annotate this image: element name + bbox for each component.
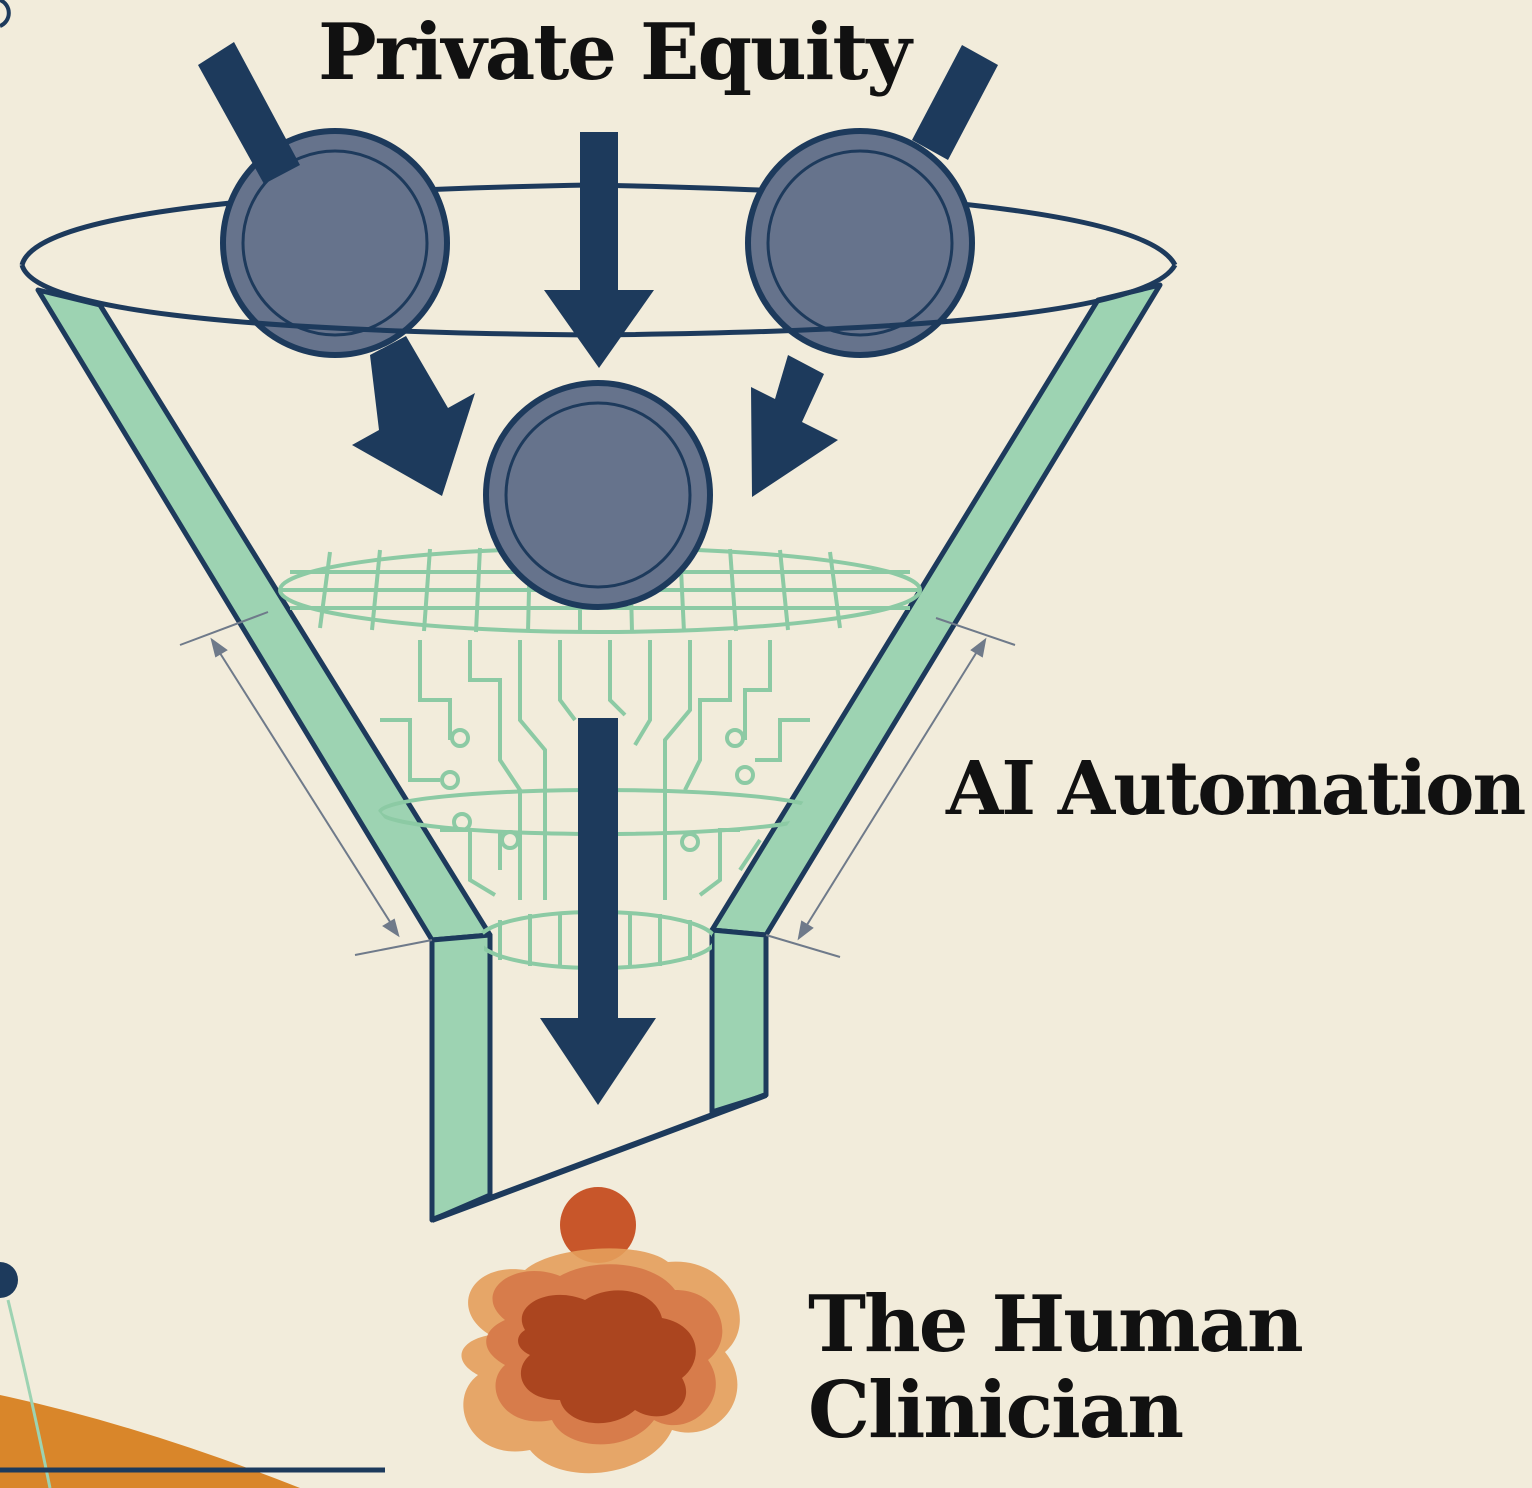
corner-decoration [0, 0, 385, 1488]
human-clinician-label: The Human Clinician [808, 1279, 1304, 1456]
coin-icon-center [483, 380, 713, 610]
arrow-down-icon-center [544, 132, 654, 368]
coin-icon-right [745, 128, 975, 358]
dimension-arrows [179, 611, 1016, 958]
coin-icon-left [220, 128, 450, 358]
arrow-down-icon-right [751, 45, 998, 497]
private-equity-label: Private Equity [318, 7, 912, 98]
arrow-down-icon-left [198, 42, 475, 496]
arrow-down-icon-bottom [540, 718, 656, 1105]
human-clinician-line1: The Human [808, 1279, 1304, 1370]
human-clinician-line2: Clinician [808, 1365, 1184, 1456]
ai-automation-label: AI Automation [946, 746, 1526, 832]
person-icon [461, 1187, 740, 1474]
